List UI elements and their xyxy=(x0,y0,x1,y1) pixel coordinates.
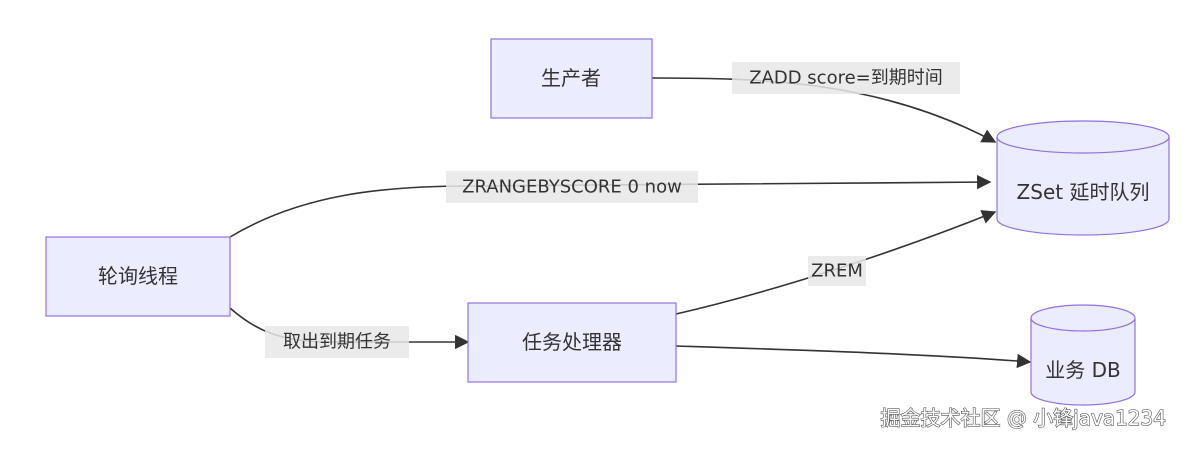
node-zset-label: ZSet 延时队列 xyxy=(1017,180,1150,204)
node-processor: 任务处理器 xyxy=(467,302,677,383)
edge-label-fetch-due-text: 取出到期任务 xyxy=(283,332,391,353)
edge-label-zrem-text: ZREM xyxy=(811,261,863,282)
edge-label-zadd: ZADD score=到期时间 xyxy=(732,62,960,94)
node-poller-label: 轮询线程 xyxy=(98,264,178,288)
node-producer-label: 生产者 xyxy=(541,66,601,90)
edge-label-zadd-text: ZADD score=到期时间 xyxy=(749,68,943,89)
edge-label-zrem: ZREM xyxy=(808,256,866,286)
node-zset: ZSet 延时队列 xyxy=(996,120,1170,236)
edge-processor-to-db xyxy=(675,345,1032,369)
edge-label-zrangebyscore: ZRANGEBYSCORE 0 now xyxy=(446,171,698,203)
node-db-label: 业务 DB xyxy=(1045,358,1120,382)
watermark-text: 掘金技术社区 @ 小锋java1234 xyxy=(880,406,1166,430)
node-processor-label: 任务处理器 xyxy=(522,330,622,354)
node-producer: 生产者 xyxy=(490,38,653,119)
edge-label-fetch-due: 取出到期任务 xyxy=(265,326,409,358)
node-poller: 轮询线程 xyxy=(45,236,231,317)
node-db: 业务 DB xyxy=(1030,304,1136,406)
edge-label-zrangebyscore-text: ZRANGEBYSCORE 0 now xyxy=(462,177,682,198)
